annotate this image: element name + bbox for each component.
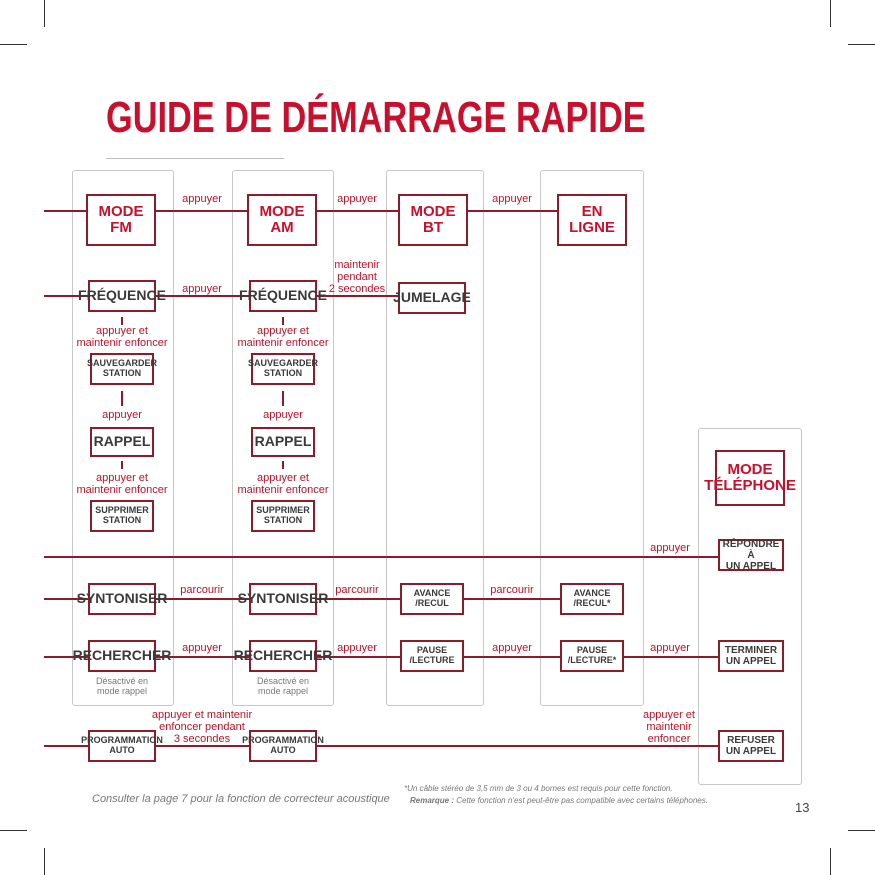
connector-tick (121, 317, 123, 325)
label-parcourir: parcourir (335, 584, 379, 596)
rappel-fm-button[interactable]: RAPPEL (90, 427, 154, 457)
connector-tick (282, 391, 284, 406)
mode-am-button[interactable]: MODE AM (247, 194, 317, 246)
label-appuyer: appuyer (182, 283, 222, 295)
label-appuyer-maintenir-enfoncer: appuyer et maintenir enfoncer (643, 709, 695, 746)
label-appuyer: appuyer (337, 193, 377, 205)
page-number: 13 (795, 800, 810, 815)
connector-line (44, 295, 424, 297)
programmation-am-button[interactable]: PROGRAMMATION AUTO (242, 730, 324, 762)
rappel-am-button[interactable]: RAPPEL (251, 427, 315, 457)
connector-line (44, 556, 756, 558)
pause-lecture-online-button[interactable]: PAUSE /LECTURE* (560, 640, 624, 672)
syntoniser-am-button[interactable]: SYNTONISER (238, 583, 328, 615)
column-panel-online (540, 170, 644, 706)
footer-cable-note: *Un câble stéréo de 3,5 mm de 3 ou 4 bor… (404, 784, 673, 793)
jumelage-button[interactable]: JUMELAGE (393, 282, 471, 314)
mode-phone-button[interactable]: MODE TÉLÉPHONE (704, 450, 796, 506)
avance-recul-bt-button[interactable]: AVANCE /RECUL (400, 583, 464, 615)
refuser-appel-button[interactable]: REFUSER UN APPEL (718, 730, 784, 762)
connector-line (44, 745, 756, 747)
connector-tick (282, 461, 284, 469)
label-appuyer-maintenir: appuyer et maintenir enfoncer (237, 325, 329, 350)
connector-line (44, 598, 599, 600)
label-appuyer-maintenir: appuyer et maintenir enfoncer (76, 325, 168, 350)
mode-bt-button[interactable]: MODE BT (398, 194, 468, 246)
title-underline (106, 158, 284, 159)
label-maintenir-2s: maintenir pendant 2 secondes (328, 259, 386, 296)
pause-lecture-bt-button[interactable]: PAUSE /LECTURE (400, 640, 464, 672)
remarque-label: Remarque : (410, 796, 455, 805)
label-appuyer: appuyer (182, 642, 222, 654)
rechercher-fm-button[interactable]: RECHERCHER (73, 640, 171, 672)
label-appuyer: appuyer (182, 193, 222, 205)
connector-tick (121, 391, 123, 406)
sauvegarder-fm-button[interactable]: SAUVEGARDER STATION (87, 353, 157, 385)
label-appuyer: appuyer (102, 409, 142, 421)
column-panel-bt (386, 170, 484, 706)
crop-mark (830, 0, 831, 27)
label-appuyer-maintenir: appuyer et maintenir enfoncer (237, 472, 329, 497)
connector-line (44, 210, 599, 212)
crop-mark (830, 848, 831, 875)
label-appuyer: appuyer (650, 542, 690, 554)
connector-tick (121, 461, 123, 469)
label-parcourir: parcourir (490, 584, 534, 596)
programmation-fm-button[interactable]: PROGRAMMATION AUTO (81, 730, 163, 762)
note-desactive: Désactivé en mode rappel (256, 676, 310, 697)
label-appuyer: appuyer (492, 642, 532, 654)
repondre-appel-button[interactable]: RÉPONDRE À UN APPEL (718, 539, 784, 572)
label-appuyer-maintenir: appuyer et maintenir enfoncer (76, 472, 168, 497)
supprimer-fm-button[interactable]: SUPPRIMER STATION (90, 500, 154, 532)
crop-mark (44, 848, 45, 875)
avance-recul-online-button[interactable]: AVANCE /RECUL* (560, 583, 624, 615)
label-appuyer: appuyer (263, 409, 303, 421)
label-appuyer-3s: appuyer et maintenir enfoncer pendant 3 … (151, 709, 253, 746)
rechercher-am-button[interactable]: RECHERCHER (234, 640, 332, 672)
supprimer-am-button[interactable]: SUPPRIMER STATION (251, 500, 315, 532)
crop-mark (44, 0, 45, 27)
note-desactive: Désactivé en mode rappel (95, 676, 149, 697)
crop-mark (0, 44, 27, 45)
crop-mark (848, 830, 875, 831)
mode-fm-button[interactable]: MODE FM (86, 194, 156, 246)
syntoniser-fm-button[interactable]: SYNTONISER (77, 583, 167, 615)
frequence-fm-button[interactable]: FRÉQUENCE (78, 280, 166, 312)
footer-remarque: Remarque : Cette fonction n’est peut-êtr… (410, 796, 708, 805)
crop-mark (0, 830, 27, 831)
label-appuyer: appuyer (492, 193, 532, 205)
page-title: GUIDE DE DÉMARRAGE RAPIDE (106, 93, 646, 142)
mode-online-button[interactable]: EN LIGNE (557, 194, 627, 246)
sauvegarder-am-button[interactable]: SAUVEGARDER STATION (248, 353, 318, 385)
label-parcourir: parcourir (180, 584, 224, 596)
crop-mark (848, 44, 875, 45)
label-appuyer: appuyer (650, 642, 690, 654)
connector-tick (282, 317, 284, 325)
footer-equalizer-note: Consulter la page 7 pour la fonction de … (92, 793, 390, 805)
remarque-text: Cette fonction n’est peut-être pas compa… (454, 796, 708, 805)
frequence-am-button[interactable]: FRÉQUENCE (239, 280, 327, 312)
terminer-appel-button[interactable]: TERMINER UN APPEL (718, 640, 784, 672)
label-appuyer: appuyer (337, 642, 377, 654)
